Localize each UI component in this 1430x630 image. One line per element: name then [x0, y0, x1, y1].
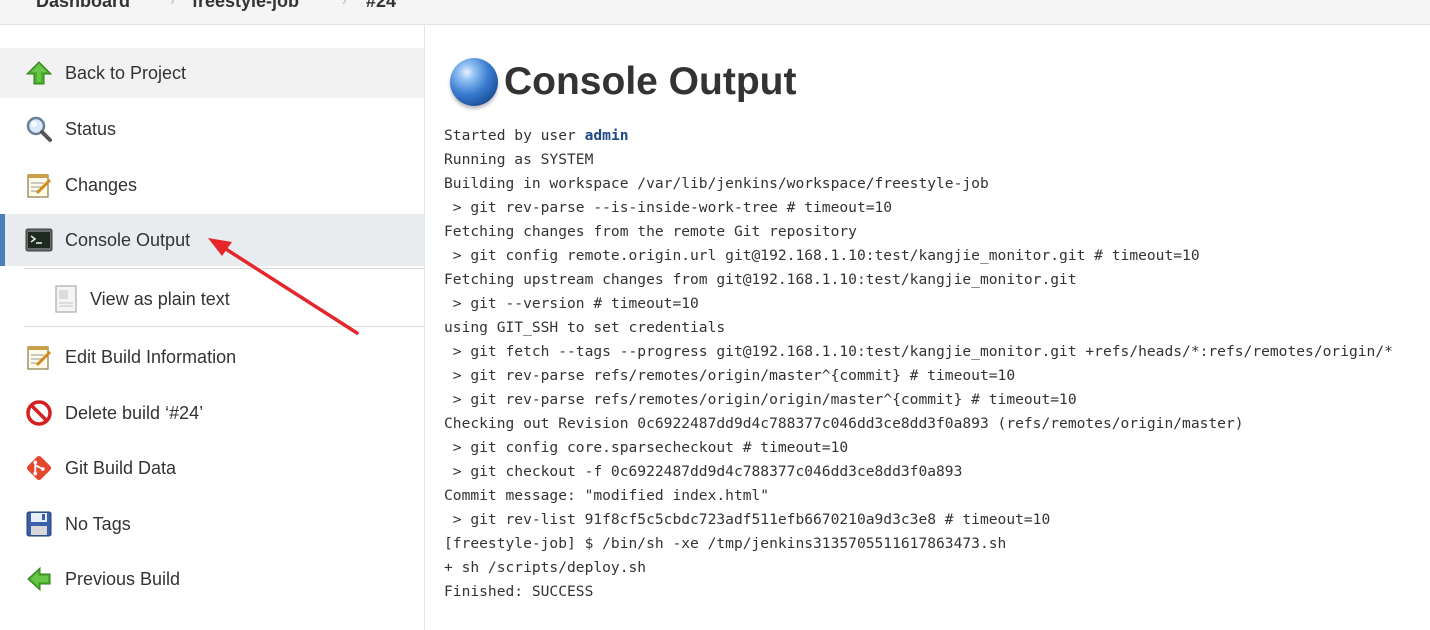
divider	[24, 268, 424, 269]
no-entry-icon	[25, 399, 53, 427]
sidebar-item-label: No Tags	[65, 513, 131, 534]
sidebar-item-back-to-project[interactable]: Back to Project	[0, 48, 424, 98]
user-link[interactable]: admin	[584, 127, 629, 144]
console-line: [freestyle-job] $ /bin/sh -xe /tmp/jenki…	[444, 535, 1007, 552]
sidebar-divider	[424, 24, 425, 630]
sidebar-item-view-as-plain-text[interactable]: View as plain text	[0, 274, 424, 324]
sidebar-item-label: View as plain text	[90, 288, 230, 309]
document-icon	[52, 285, 80, 313]
breadcrumb: Dashboard › freestyle-job › #24	[0, 0, 1430, 25]
divider	[24, 326, 424, 327]
sidebar-item-label: Previous Build	[65, 568, 181, 589]
sidebar-item-console-output[interactable]: Console Output	[0, 214, 424, 266]
terminal-icon	[25, 226, 53, 254]
sidebar-item-edit-build-information[interactable]: Edit Build Information	[0, 332, 424, 382]
breadcrumb-job[interactable]: freestyle-job	[192, 0, 300, 11]
sidebar-item-no-tags[interactable]: No Tags	[0, 499, 424, 549]
console-line: > git config remote.origin.url git@192.1…	[444, 247, 1200, 264]
breadcrumb-separator: ›	[342, 0, 347, 8]
sidebar-item-status[interactable]: Status	[0, 104, 424, 154]
sidebar: Back to Project Status Changes	[0, 48, 424, 630]
page-title-text: Console Output	[504, 60, 797, 103]
page-title: Console Output	[450, 55, 796, 109]
sidebar-item-label: Status	[65, 118, 117, 139]
console-line: > git rev-list 91f8cf5c5cbdc723adf511efb…	[444, 511, 1051, 528]
sidebar-item-label: Changes	[65, 174, 138, 195]
breadcrumb-dashboard[interactable]: Dashboard	[36, 0, 131, 11]
sidebar-item-previous-build[interactable]: Previous Build	[0, 554, 424, 604]
active-indicator	[0, 214, 5, 266]
git-icon	[25, 454, 53, 482]
sidebar-item-label: Delete build ‘#24’	[65, 402, 204, 423]
console-line: > git checkout -f 0c6922487dd9d4c788377c…	[444, 463, 963, 480]
notepad-icon	[25, 171, 53, 199]
sidebar-item-label: Git Build Data	[65, 457, 177, 478]
console-line: Fetching upstream changes from git@192.1…	[444, 271, 1077, 288]
search-icon	[25, 115, 53, 143]
console-line: > git rev-parse --is-inside-work-tree # …	[444, 199, 893, 216]
console-line: > git rev-parse refs/remotes/origin/orig…	[444, 391, 1077, 408]
console-line: Building in workspace /var/lib/jenkins/w…	[444, 175, 989, 192]
sidebar-item-git-build-data[interactable]: Git Build Data	[0, 443, 424, 493]
console-line: + sh /scripts/deploy.sh	[444, 559, 647, 576]
console-line: > git config core.sparsecheckout # timeo…	[444, 439, 849, 456]
sidebar-item-label: Console Output	[65, 229, 191, 250]
console-line: Finished: SUCCESS	[444, 583, 594, 600]
globe-icon	[450, 58, 498, 106]
console-line: > git --version # timeout=10	[444, 295, 699, 312]
floppy-disk-icon	[25, 510, 53, 538]
sidebar-item-delete-build[interactable]: Delete build ‘#24’	[0, 388, 424, 438]
up-arrow-icon	[25, 59, 53, 87]
sidebar-item-changes[interactable]: Changes	[0, 160, 424, 210]
breadcrumb-build[interactable]: #24	[366, 0, 397, 11]
breadcrumb-separator: ›	[170, 0, 175, 8]
sidebar-item-label: Back to Project	[65, 62, 187, 83]
console-line: > git rev-parse refs/remotes/origin/mast…	[444, 367, 1016, 384]
console-line: Commit message: "modified index.html"	[444, 487, 770, 504]
console-line: using GIT_SSH to set credentials	[444, 319, 726, 336]
console-line: Fetching changes from the remote Git rep…	[444, 223, 857, 240]
notepad-icon	[25, 343, 53, 371]
console-line: Running as SYSTEM	[444, 151, 594, 168]
left-arrow-icon	[25, 565, 53, 593]
console-line: > git fetch --tags --progress git@192.16…	[444, 343, 1393, 360]
sidebar-item-label: Edit Build Information	[65, 346, 237, 367]
console-line: Started by user admin	[444, 124, 1393, 148]
console-text: Started by user	[444, 127, 585, 144]
console-line: Checking out Revision 0c6922487dd9d4c788…	[444, 415, 1244, 432]
